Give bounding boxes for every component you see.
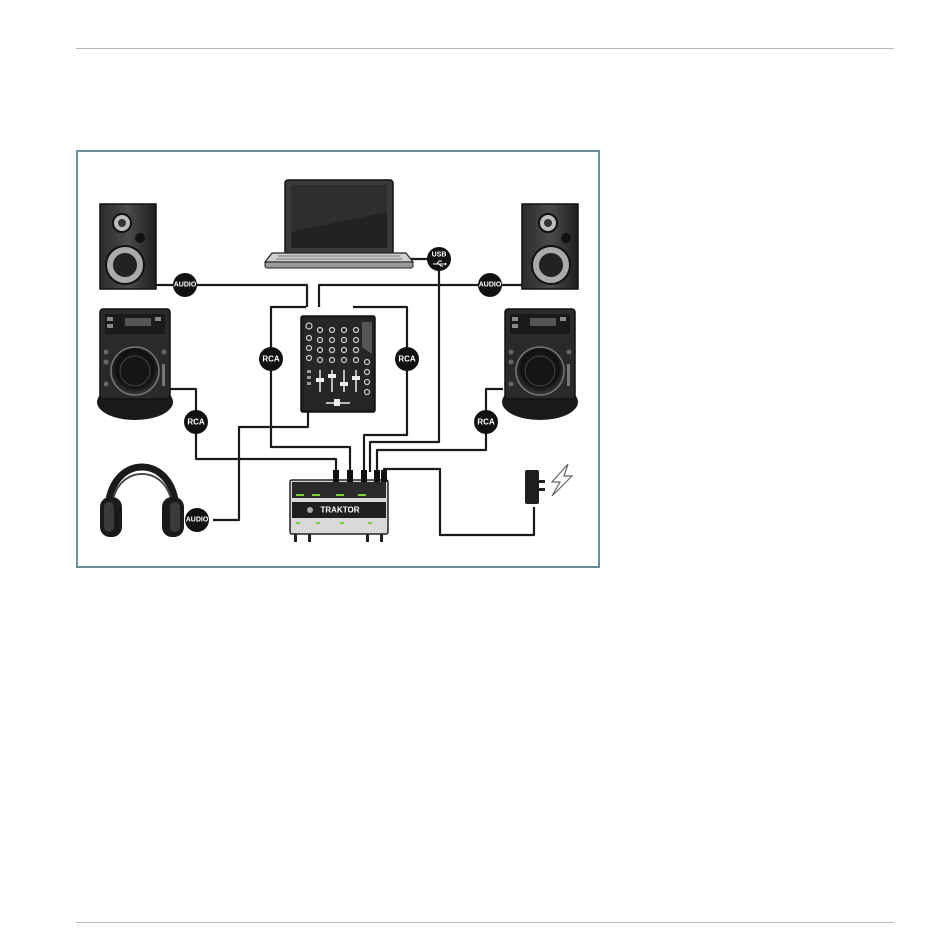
badge-usb: USB	[427, 247, 451, 271]
badge-rca-mixer-right: RCA	[395, 347, 419, 371]
setup-diagram: TRAKTOR AUDIO AUDIO	[78, 152, 598, 566]
badge-rca-deck-right-text: RCA	[477, 418, 495, 427]
setup-diagram-frame: TRAKTOR AUDIO AUDIO	[76, 150, 600, 568]
badge-rca-mixer-left-text: RCA	[262, 355, 280, 364]
laptop	[265, 180, 413, 268]
speaker-left	[100, 204, 156, 289]
badge-rca-deck-right: RCA	[474, 410, 498, 434]
power-supply	[525, 464, 572, 504]
footer-rule	[76, 922, 894, 923]
badge-audio-headphones: AUDIO	[185, 508, 209, 532]
speaker-right	[522, 204, 578, 289]
audio-interface: TRAKTOR	[290, 470, 388, 542]
badge-rca-deck-left-text: RCA	[187, 418, 205, 427]
header-rule	[76, 48, 894, 49]
headphones	[100, 467, 184, 537]
badge-audio-headphones-text: AUDIO	[186, 517, 209, 524]
badge-rca-mixer-right-text: RCA	[398, 355, 416, 364]
badge-audio-right: AUDIO	[478, 273, 502, 297]
badge-audio-left-text: AUDIO	[174, 282, 197, 289]
badge-usb-text: USB	[432, 252, 447, 259]
cd-deck-right	[502, 309, 578, 420]
badge-rca-mixer-left: RCA	[259, 347, 283, 371]
interface-brand: TRAKTOR	[321, 506, 360, 515]
lightning-bolt-icon	[552, 464, 572, 496]
cd-deck-left	[97, 309, 173, 420]
cable-power	[384, 469, 534, 535]
badge-audio-right-text: AUDIO	[479, 282, 502, 289]
badge-audio-left: AUDIO	[173, 273, 197, 297]
badge-rca-deck-left: RCA	[184, 410, 208, 434]
dj-mixer	[301, 316, 375, 412]
